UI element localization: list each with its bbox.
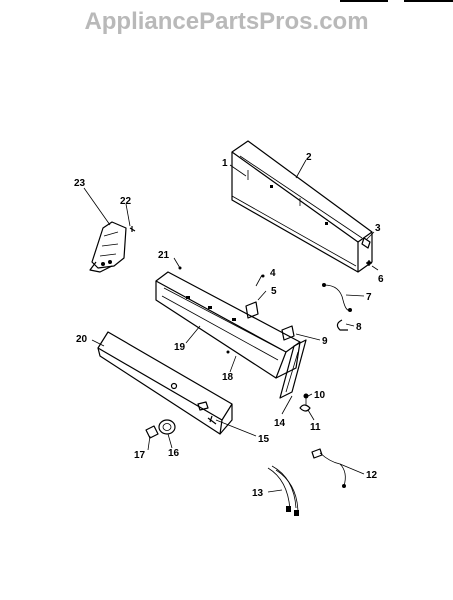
part-13-harness <box>267 465 299 516</box>
leader-lines <box>83 159 379 493</box>
label-5: 5 <box>271 286 277 297</box>
part-2-top-trim <box>231 140 373 273</box>
label-20: 20 <box>76 334 88 345</box>
part-11-nut <box>299 404 311 412</box>
label-18: 18 <box>222 372 234 383</box>
part-7-wire-harness <box>322 283 352 312</box>
label-6: 6 <box>378 274 384 285</box>
part-15-screw <box>207 415 217 425</box>
label-16: 16 <box>168 448 180 459</box>
label-19: 19 <box>174 342 186 353</box>
top-border-left <box>340 0 388 2</box>
label-4: 4 <box>270 268 276 279</box>
label-10: 10 <box>314 390 326 401</box>
part-22-screw <box>129 226 136 232</box>
part-12-wire <box>311 448 346 488</box>
part-16-ring <box>158 419 176 435</box>
label-9: 9 <box>322 336 328 347</box>
part-23-end-bracket <box>89 221 127 273</box>
label-12: 12 <box>366 470 378 481</box>
part-19-control-panel <box>155 266 301 379</box>
part-14-side-bracket <box>279 339 307 399</box>
label-8: 8 <box>356 322 362 333</box>
part-3-clip <box>361 237 371 249</box>
label-11: 11 <box>310 422 321 433</box>
top-border-right <box>404 0 453 2</box>
label-23: 23 <box>74 178 86 189</box>
label-2: 2 <box>306 152 312 163</box>
label-17: 17 <box>134 450 146 461</box>
label-21: 21 <box>158 250 170 261</box>
label-22: 22 <box>120 196 132 207</box>
part-20-backsplash <box>97 331 233 435</box>
part-10-bolt <box>303 393 309 406</box>
label-3: 3 <box>375 223 381 234</box>
label-7: 7 <box>366 292 372 303</box>
label-15: 15 <box>258 434 270 445</box>
part-6-screw <box>366 260 372 266</box>
callout-labels: 1 2 3 4 5 6 7 8 9 10 11 12 13 14 15 16 1… <box>74 152 384 499</box>
part-8-clip <box>336 319 348 331</box>
label-13: 13 <box>252 488 264 499</box>
label-1: 1 <box>222 158 228 169</box>
part-17-knob <box>145 425 159 439</box>
watermark: AppliancePartsPros.com <box>84 8 369 35</box>
label-14: 14 <box>274 418 286 429</box>
